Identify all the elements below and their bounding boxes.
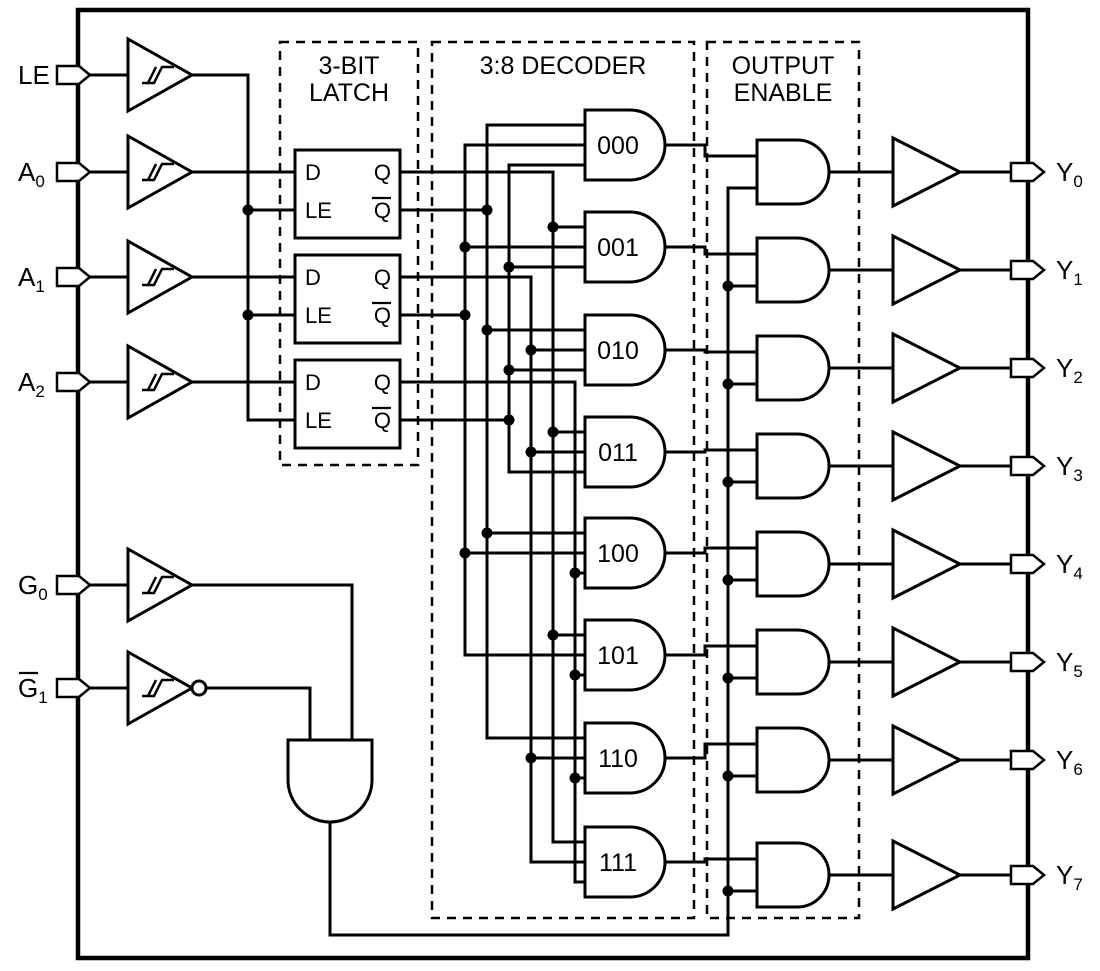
output-enable-block-outline bbox=[705, 40, 861, 920]
latch-2: D Q LE Q bbox=[293, 358, 402, 450]
decoder-gate-100-label: 100 bbox=[597, 540, 639, 568]
latch-2-pin-qbar: Q bbox=[374, 408, 391, 433]
decoder-gate-100: 100 bbox=[583, 516, 667, 590]
decoder-gate-110-label: 110 bbox=[598, 745, 638, 773]
output-enable-gate-y4 bbox=[755, 530, 831, 598]
schmitt-buffer-g0 bbox=[126, 547, 194, 623]
decoder-gate-010-label: 010 bbox=[597, 337, 639, 365]
output-buffer-y5 bbox=[891, 626, 962, 698]
output-buffer-y4 bbox=[891, 528, 962, 600]
input-label-a2: A2 bbox=[18, 367, 45, 401]
output-pin-y0 bbox=[1009, 161, 1046, 183]
enable-and-gate bbox=[286, 738, 374, 824]
output-buffer-y6 bbox=[891, 724, 962, 796]
output-enable-gate-y2 bbox=[755, 334, 831, 402]
wires bbox=[88, 73, 1012, 937]
output-pin-y6 bbox=[1009, 749, 1046, 771]
output-label-y2: Y2 bbox=[1056, 353, 1083, 387]
decoder-block-title: 3:8 DECODER bbox=[480, 52, 647, 80]
decoder-gate-110: 110 bbox=[583, 721, 667, 795]
decoder-gate-101-label: 101 bbox=[597, 642, 639, 670]
output-buffer-y7 bbox=[891, 839, 962, 911]
schmitt-buffer-a2 bbox=[126, 344, 194, 420]
output-label-y3: Y3 bbox=[1056, 451, 1083, 485]
latch-0-pin-le: LE bbox=[305, 198, 332, 223]
input-label-g1: G1 bbox=[18, 673, 48, 707]
output-label-y6: Y6 bbox=[1056, 745, 1083, 779]
output-pin-y4 bbox=[1009, 553, 1046, 575]
decoder-gate-000: 000 bbox=[583, 108, 667, 182]
output-enable-gate-y7 bbox=[755, 841, 831, 909]
output-pin-y7 bbox=[1009, 864, 1046, 886]
junction-dots bbox=[242, 204, 734, 897]
decoder-gate-101: 101 bbox=[583, 618, 667, 692]
output-enable-gate-y0 bbox=[755, 138, 831, 206]
latch-1-pin-qbar: Q bbox=[374, 303, 391, 328]
input-pin-a1 bbox=[55, 266, 92, 288]
latch-block-outline bbox=[278, 40, 420, 467]
latch-0: D Q LE Q bbox=[293, 148, 402, 240]
decoder-gate-001-label: 001 bbox=[597, 234, 639, 262]
latch-0-pin-d: D bbox=[305, 160, 321, 185]
output-label-y5: Y5 bbox=[1056, 647, 1083, 681]
output-pin-y5 bbox=[1009, 651, 1046, 673]
inverter-bubble bbox=[190, 679, 208, 697]
chip-outline bbox=[75, 7, 1031, 961]
decoder-gate-000-label: 000 bbox=[597, 132, 639, 160]
output-pin-y2 bbox=[1009, 357, 1046, 379]
latch-1-pin-d: D bbox=[305, 265, 321, 290]
schmitt-buffer-a0 bbox=[126, 134, 194, 210]
latch-2-pin-d: D bbox=[305, 370, 321, 395]
latch-0-pin-qbar: Q bbox=[374, 198, 391, 223]
decoder-gate-011-label: 011 bbox=[598, 439, 638, 467]
latch-0-body bbox=[293, 148, 402, 240]
output-label-y7: Y7 bbox=[1056, 860, 1083, 894]
latch-2-body bbox=[293, 358, 402, 450]
latch-block-title-line2: LATCH bbox=[309, 79, 389, 107]
input-label-le: LE bbox=[18, 60, 50, 90]
decoder-gate-010: 010 bbox=[583, 313, 667, 387]
output-enable-gate-y1 bbox=[755, 236, 831, 304]
decoder-block-outline bbox=[430, 40, 696, 920]
input-label-g0: G0 bbox=[18, 570, 48, 604]
output-enable-title-line1: OUTPUT bbox=[732, 52, 835, 80]
latch-2-pin-le: LE bbox=[305, 408, 332, 433]
output-buffer-y0 bbox=[891, 136, 962, 208]
output-enable-title-line2: ENABLE bbox=[734, 79, 833, 107]
output-label-y1: Y1 bbox=[1056, 255, 1083, 289]
output-label-y4: Y4 bbox=[1056, 549, 1083, 583]
latch-1-pin-le: LE bbox=[305, 303, 332, 328]
input-pin-a0 bbox=[55, 161, 92, 183]
schmitt-buffer-a1 bbox=[126, 239, 194, 315]
output-buffer-y2 bbox=[891, 332, 962, 404]
decoder-gate-001: 001 bbox=[583, 210, 667, 284]
input-label-a0: A0 bbox=[18, 157, 45, 191]
input-pin-g0 bbox=[55, 574, 92, 596]
latch-0-pin-q: Q bbox=[374, 160, 391, 185]
output-buffer-y3 bbox=[891, 430, 962, 502]
latch-2-pin-q: Q bbox=[374, 370, 391, 395]
schmitt-buffer-le bbox=[126, 37, 194, 113]
output-pin-y1 bbox=[1009, 259, 1046, 281]
output-buffer-y1 bbox=[891, 234, 962, 306]
input-label-a1: A1 bbox=[18, 262, 45, 296]
output-enable-gate-y6 bbox=[755, 726, 831, 794]
schmitt-inverter-g1 bbox=[126, 650, 194, 726]
input-pin-a2 bbox=[55, 371, 92, 393]
latch-1-pin-q: Q bbox=[374, 265, 391, 290]
decoder-gate-011: 011 bbox=[583, 415, 667, 489]
latch-block-title-line1: 3-BIT bbox=[318, 52, 379, 80]
output-pin-y3 bbox=[1009, 455, 1046, 477]
decoder-gate-111: 111 bbox=[583, 825, 667, 899]
output-label-y0: Y0 bbox=[1056, 157, 1083, 191]
decoder-gate-111-label: 111 bbox=[599, 849, 637, 877]
latch-1-body bbox=[293, 253, 402, 345]
output-enable-gate-y5 bbox=[755, 628, 831, 696]
input-pin-g1 bbox=[55, 677, 92, 699]
input-pin-le bbox=[55, 64, 92, 86]
latch-1: D Q LE Q bbox=[293, 253, 402, 345]
output-enable-gate-y3 bbox=[755, 432, 831, 500]
